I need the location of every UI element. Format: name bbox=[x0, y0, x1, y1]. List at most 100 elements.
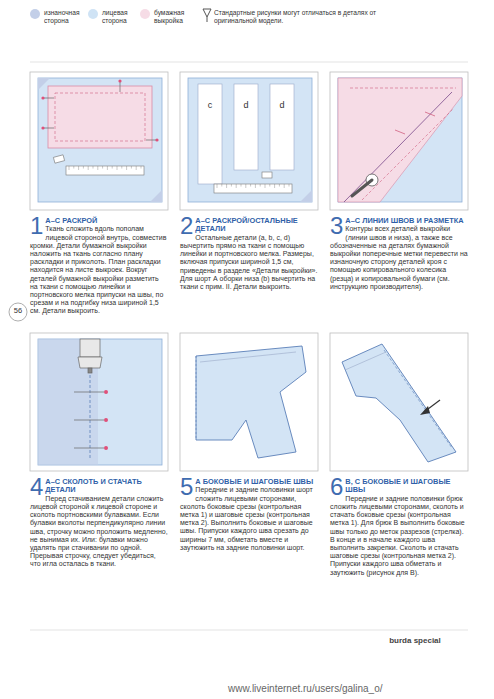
stitching-illustration bbox=[38, 339, 162, 465]
other-parts-illustration bbox=[188, 78, 312, 202]
cutting-illustration bbox=[117, 166, 118, 170]
step-heading: А БОКОВЫЕ И ШАГОВЫЕ ШВЫ bbox=[180, 478, 318, 486]
tracing-illustration bbox=[395, 112, 435, 134]
footer-brand: burda special bbox=[360, 636, 470, 645]
cutting-illustration bbox=[83, 166, 84, 169]
page-number: 56 bbox=[9, 307, 27, 316]
page-number-circle bbox=[9, 303, 27, 321]
cutting-illustration bbox=[112, 166, 113, 169]
panel-frames bbox=[330, 333, 468, 471]
panel-frames bbox=[30, 333, 168, 471]
page-number-circle bbox=[9, 303, 27, 321]
cutting-illustration bbox=[44, 128, 54, 129]
trousers-illustration bbox=[345, 352, 386, 370]
stitching-illustration bbox=[74, 448, 104, 449]
cutting-illustration bbox=[150, 190, 162, 202]
legend-item: бумажная выкройка bbox=[140, 9, 192, 24]
cutting-illustration bbox=[93, 166, 94, 169]
step-text: Ткань сложить вдоль пополам лицевой стор… bbox=[30, 225, 168, 315]
other-parts-illustration bbox=[188, 78, 312, 202]
cutting-illustration bbox=[136, 166, 137, 170]
step-heading: А–С РАСКРОЙ/ОСТАЛЬНЫЕ ДЕТАЛИ bbox=[180, 217, 318, 234]
panel-frames bbox=[330, 72, 468, 210]
trousers-illustration bbox=[342, 344, 456, 462]
other-parts-illustration bbox=[231, 184, 232, 187]
cutting-illustration bbox=[55, 93, 145, 141]
other-parts-illustration bbox=[255, 184, 256, 188]
stitching-illustration bbox=[80, 339, 100, 357]
cutting-illustration bbox=[97, 166, 98, 170]
separator-lines bbox=[30, 630, 468, 631]
other-parts-illustration bbox=[236, 184, 237, 188]
cutting-illustration bbox=[66, 166, 144, 175]
shorts-illustration bbox=[196, 346, 306, 458]
cutting-illustration bbox=[44, 82, 156, 140]
shorts-illustration bbox=[196, 356, 197, 440]
cutting-illustration bbox=[102, 166, 103, 169]
part-letter: d bbox=[241, 100, 251, 110]
shorts-illustration bbox=[196, 346, 306, 458]
note-icon bbox=[203, 9, 211, 17]
legend-swatch bbox=[30, 9, 40, 19]
step-text: Передние и задние половинки шорт сложить… bbox=[180, 486, 318, 552]
cutting-illustration bbox=[44, 98, 54, 99]
legend-item: изнаночная сторона bbox=[30, 9, 82, 24]
tracing-illustration bbox=[338, 78, 462, 202]
step-text: Перед стачиванием детали сложить лицевой… bbox=[30, 495, 168, 569]
step-heading: А–С ЛИНИИ ШВОВ И РАЗМЕТКА bbox=[330, 217, 468, 225]
other-parts-illustration bbox=[214, 184, 292, 193]
step-panel: 3А–С ЛИНИИ ШВОВ И РАЗМЕТКАКонтуры всех д… bbox=[330, 72, 468, 291]
other-parts-illustration bbox=[250, 184, 251, 187]
stitching-illustration bbox=[104, 390, 108, 394]
tracing-illustration bbox=[395, 130, 405, 134]
step-heading: А–С РАСКРОЙ bbox=[30, 217, 168, 225]
other-parts-illustration bbox=[289, 184, 290, 187]
step-heading: А–С СКОЛОТЬ И СТАЧАТЬ ДЕТАЛИ bbox=[30, 478, 168, 495]
step-text: Передние и задние половинки брюк сложить… bbox=[330, 495, 468, 577]
watermark: www.liveinternet.ru/users/galina_o/ bbox=[228, 683, 488, 695]
cutting-illustration bbox=[41, 79, 158, 141]
stitching-illustration bbox=[88, 368, 92, 373]
cutting-illustration bbox=[78, 166, 79, 170]
step-panel: 5А БОКОВЫЕ И ШАГОВЫЕ ШВЫПередние и задни… bbox=[180, 333, 318, 552]
panel-frames bbox=[180, 333, 318, 471]
legend-text: лицевая сторона bbox=[102, 9, 134, 24]
cutting-illustration bbox=[41, 96, 44, 99]
cutting-illustration bbox=[53, 155, 64, 163]
other-parts-illustration bbox=[198, 84, 222, 184]
stitching-illustration bbox=[104, 418, 108, 422]
trousers-illustration bbox=[384, 350, 452, 448]
separator-lines bbox=[30, 62, 468, 63]
cutting-illustration bbox=[69, 166, 70, 170]
stitching-illustration bbox=[104, 390, 108, 450]
step-number: 4 bbox=[30, 477, 43, 497]
cutting-illustration bbox=[38, 78, 162, 202]
cutting-illustration bbox=[141, 166, 142, 169]
stitching-illustration bbox=[78, 339, 102, 373]
note-icon bbox=[207, 17, 208, 22]
legend-text: изнаночная сторона bbox=[44, 9, 82, 24]
part-letter: d bbox=[277, 100, 287, 110]
tracing-illustration bbox=[350, 88, 456, 89]
step-heading: В, С БОКОВЫЕ И ШАГОВЫЕ ШВЫ bbox=[330, 478, 468, 495]
cutting-illustration bbox=[48, 86, 152, 148]
other-parts-illustration bbox=[226, 184, 227, 188]
other-parts-illustration bbox=[269, 184, 270, 187]
step-number: 5 bbox=[180, 477, 193, 497]
panel-frames bbox=[180, 72, 318, 210]
other-parts-illustration bbox=[221, 184, 222, 187]
cutting-illustration bbox=[121, 166, 122, 169]
cutting-illustration bbox=[126, 166, 127, 170]
other-parts-illustration bbox=[217, 184, 289, 188]
other-parts-illustration bbox=[300, 190, 312, 202]
cutting-illustration bbox=[120, 82, 121, 92]
step-text: Остальные детали (a, b, c, d) вычертить … bbox=[180, 234, 318, 291]
stitching-illustration bbox=[74, 392, 104, 393]
step-number: 3 bbox=[330, 216, 343, 236]
stitching-illustration bbox=[104, 446, 108, 450]
other-parts-illustration bbox=[262, 172, 272, 178]
other-parts-illustration bbox=[284, 184, 285, 188]
trousers-illustration bbox=[342, 344, 456, 462]
stitching-illustration bbox=[74, 392, 104, 448]
step-number: 1 bbox=[30, 216, 43, 236]
